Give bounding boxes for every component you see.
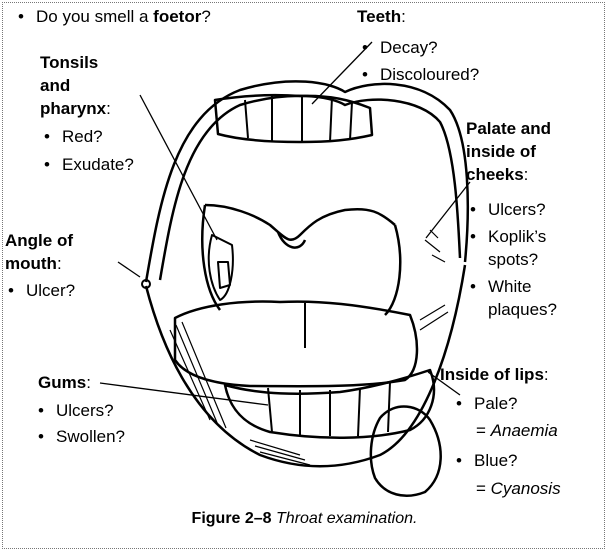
palate-title-1: Palate and <box>466 118 551 140</box>
teeth-item-decay: •Decay? <box>362 37 438 59</box>
tonsils-title-2: and <box>40 75 70 97</box>
angle-pointer <box>118 262 140 277</box>
palate-item-koplik-2: spots? <box>488 249 538 271</box>
tongue <box>175 302 417 387</box>
angle-item-ulcer: •Ulcer? <box>8 280 75 302</box>
palate-item-koplik-1: •Koplik’s <box>470 226 546 248</box>
teeth-label: Teeth: <box>357 6 406 28</box>
tonsils-pointer <box>140 95 217 240</box>
foetor-question: •Do you smell a foetor? <box>18 6 211 28</box>
upper-lip-outer <box>146 81 468 282</box>
soft-palate <box>205 205 395 240</box>
finger <box>371 406 441 495</box>
tonsils-title-1: Tonsils <box>40 52 98 74</box>
lips-item-pale: •Pale? <box>456 393 517 415</box>
angle-title-2: mouth: <box>5 253 62 275</box>
figure-caption: Figure 2–8 Throat examination. <box>0 510 609 528</box>
gums-item-swollen: •Swollen? <box>38 426 125 448</box>
palate-pointer <box>426 182 470 238</box>
tonsils-item-red: •Red? <box>44 126 103 148</box>
upper-lip-inner <box>160 96 460 280</box>
lips-label: Inside of lips: <box>440 364 549 386</box>
gums-item-ulcers: •Ulcers? <box>38 400 114 422</box>
lips-eq-cyanosis: = Cyanosis <box>476 478 561 500</box>
palate-item-ulcers: •Ulcers? <box>470 199 546 221</box>
lips-eq-anaemia: = Anaemia <box>476 420 558 442</box>
palate-item-white-2: plaques? <box>488 299 557 321</box>
palate-title-2: inside of <box>466 141 536 163</box>
lips-item-blue: •Blue? <box>456 450 517 472</box>
tonsils-title-3: pharynx: <box>40 98 111 120</box>
teeth-item-discoloured: •Discoloured? <box>362 64 479 86</box>
palate-title-3: cheeks: <box>466 164 528 186</box>
upper-teeth <box>215 95 372 142</box>
tonsils-item-exudate: •Exudate? <box>44 154 134 176</box>
gums-label: Gums: <box>38 372 91 394</box>
angle-title-1: Angle of <box>5 230 73 252</box>
palate-item-white-1: •White <box>470 276 531 298</box>
